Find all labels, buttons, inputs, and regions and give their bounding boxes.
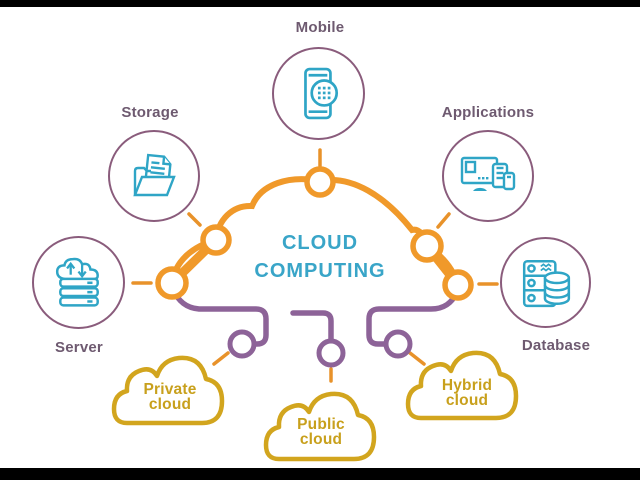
public-cloud-text: Public cloud <box>266 416 376 448</box>
cloud-server-icon <box>55 257 99 307</box>
server-circle <box>32 236 125 329</box>
hybrid-cloud-line2: cloud <box>445 392 489 409</box>
applications-label: Applications <box>441 104 535 121</box>
letterbox-top-bar <box>0 0 640 7</box>
node-hybrid <box>383 329 413 359</box>
devices-icon <box>460 156 516 191</box>
dash-hybrid <box>408 351 426 366</box>
folder-document-icon <box>133 153 176 197</box>
diagram-title: CLOUD COMPUTING <box>228 229 412 285</box>
letterbox-bottom-bar <box>0 468 640 480</box>
node-left <box>155 266 189 300</box>
node-public <box>316 338 346 368</box>
diagram-title-line2: COMPUTING <box>254 260 386 282</box>
private-cloud-shape <box>111 355 225 426</box>
connector-hybrid <box>366 289 460 347</box>
storage-circle <box>108 130 200 222</box>
hybrid-cloud-line1: Hybrid <box>441 377 493 394</box>
purple-node-circles <box>227 329 413 368</box>
dash-applications <box>436 212 451 229</box>
public-cloud-line2: cloud <box>299 431 343 448</box>
private-cloud-line1: Private <box>143 381 197 398</box>
node-private <box>227 329 257 359</box>
public-cloud-line1: Public <box>297 416 345 433</box>
deployment-cloud-shapes <box>111 350 519 462</box>
dash-private <box>212 351 230 366</box>
database-rack-icon <box>522 259 570 307</box>
mobile-circle <box>272 47 365 140</box>
connector-public <box>290 310 334 343</box>
purple-connectors <box>170 286 460 347</box>
mobile-label: Mobile <box>295 19 345 36</box>
node-top <box>304 166 336 198</box>
connector-private <box>170 286 269 347</box>
node-upper-left <box>200 224 232 256</box>
private-cloud-text: Private cloud <box>115 381 225 413</box>
server-label: Server <box>55 339 103 356</box>
node-upper-right <box>410 229 444 263</box>
smartphone-icon <box>303 67 338 119</box>
orange-node-circles <box>155 166 474 301</box>
database-label: Database <box>521 337 591 354</box>
dash-storage <box>187 212 202 227</box>
diagram-title-line1: CLOUD <box>281 232 359 254</box>
storage-label: Storage <box>121 104 179 121</box>
public-cloud-shape <box>263 391 377 462</box>
hybrid-cloud-shape <box>405 350 519 421</box>
applications-circle <box>442 130 534 222</box>
hybrid-cloud-text: Hybrid cloud <box>412 377 522 409</box>
database-circle <box>500 237 591 328</box>
private-cloud-line2: cloud <box>148 396 192 413</box>
node-right <box>442 269 474 301</box>
dash-links <box>131 148 499 383</box>
